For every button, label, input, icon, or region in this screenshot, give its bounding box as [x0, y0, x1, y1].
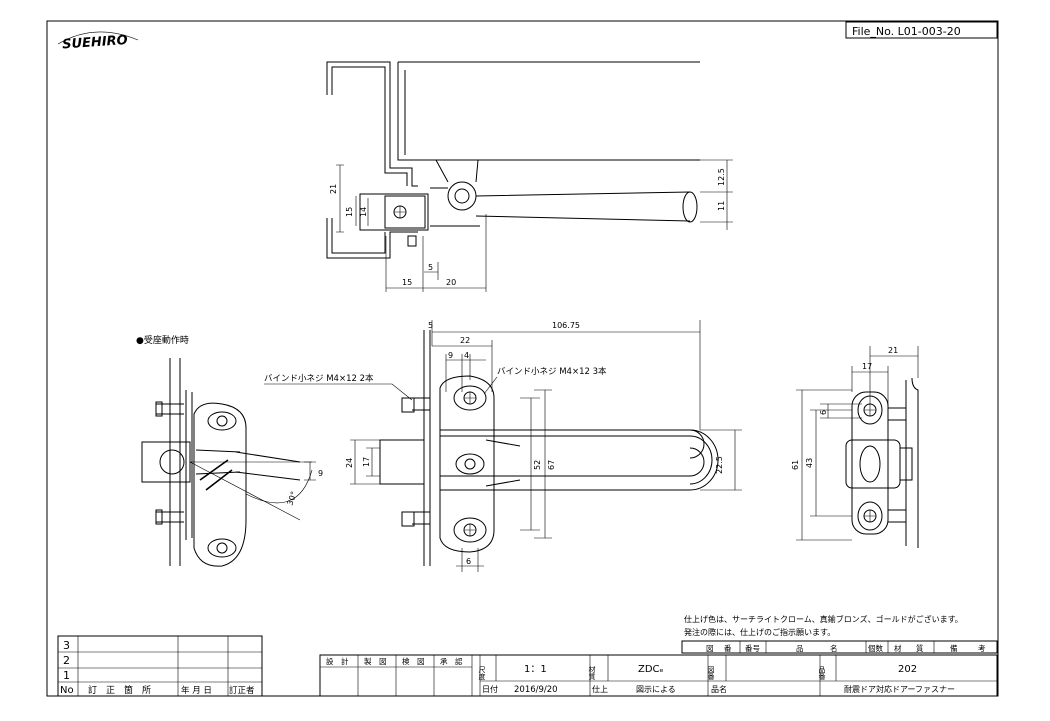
note-line-2: 発注の際には、仕上げのご指示願います。 [684, 627, 835, 637]
drawing-no-label: 図番 [707, 666, 715, 681]
front-dim-106-75: 106.75 [552, 321, 580, 330]
front-view: バインド小ネジ M4×12 3本 5 106.75 [345, 320, 742, 572]
revision-h-editor: 訂正者 [229, 685, 255, 696]
revision-row-1: 1 [63, 669, 70, 682]
name-label: 品名 [711, 684, 727, 694]
side-dim-6: 6 [819, 410, 828, 415]
left-dim-9: 9 [318, 469, 323, 478]
parts-h-kosu: 個数 [868, 643, 883, 653]
side-dim-43: 43 [805, 458, 814, 468]
top-dim-21: 21 [329, 184, 338, 194]
revision-h-date: 年 月 日 [181, 685, 212, 696]
front-dim-17: 17 [362, 457, 371, 467]
top-dim-20: 20 [446, 278, 456, 287]
revision-row-3: 3 [63, 639, 70, 652]
parts-h-ko: 考 [978, 644, 986, 653]
revision-h-no: No [60, 685, 74, 696]
scale-value: 1：1 [524, 664, 547, 675]
left-screw-note: バインド小ネジ M4×12 2本 [264, 373, 374, 384]
date-value: 2016/9/20 [514, 685, 558, 695]
revision-h-place: 訂 正 箇 所 [88, 684, 151, 696]
revision-table: 3 2 1 No 訂 正 箇 所 年 月 日 訂正者 [57, 635, 263, 697]
top-dim-14: 14 [359, 207, 368, 217]
top-dim-15b: 15 [402, 278, 412, 287]
note-line-1: 仕上げ色は、サーチライトクローム、真鍮ブロンズ、ゴールドがございます。 [684, 614, 963, 624]
parts-h-bango: 番号 [745, 643, 760, 653]
front-dim-22: 22 [460, 336, 470, 345]
file-no-box [845, 21, 998, 39]
finish-label: 仕上 [592, 684, 608, 694]
top-dim-5: 5 [428, 263, 433, 272]
front-screw-note: バインド小ネジ M4×12 3本 [497, 366, 607, 377]
front-dim-52: 52 [533, 460, 542, 470]
suehiro-logo: SUEHIRO [57, 31, 139, 53]
side-dim-61: 61 [791, 460, 800, 470]
front-dim-5: 5 [428, 321, 433, 330]
top-dim-15: 15 [345, 207, 354, 217]
date-label: 日付 [482, 684, 498, 694]
parts-header: 図 番 番号 品 名 個数 材 質 備 考 [681, 640, 998, 654]
parts-h-zu: 図 [706, 644, 714, 653]
title-block: 設 計 製 図 検 図 承 認 尺度 1：1 材質 ZDCₑ 図番 品番 202… [319, 654, 998, 697]
parts-h-zai: 材 [894, 643, 902, 653]
role-approve: 承 認 [440, 656, 463, 666]
logo-text: SUEHIRO [62, 33, 128, 53]
side-view: 21 17 6 61 43 [791, 346, 919, 548]
parts-h-shitsu: 質 [916, 643, 924, 653]
scale-label: 尺度 [478, 666, 486, 681]
top-view: 21 15 14 5 15 20 12.5 11 [326, 61, 733, 292]
name-value: 耐震ドア対応ドアーファスナー [844, 684, 955, 694]
revision-row-2: 2 [63, 654, 70, 667]
role-check: 検 図 [402, 656, 425, 666]
left-view: ●受座動作時 バインド小ネジ M4×12 2本 9 30° [136, 334, 413, 567]
role-drafting: 製 図 [364, 656, 387, 666]
front-dim-9: 9 [448, 351, 453, 360]
front-dim-24: 24 [345, 458, 354, 468]
part-no-value: 202 [898, 664, 917, 675]
top-dim-12-5: 12.5 [717, 168, 726, 186]
parts-h-mei: 名 [830, 643, 838, 653]
side-dim-17: 17 [862, 362, 872, 371]
material-value: ZDCₑ [638, 664, 664, 675]
left-caption: ●受座動作時 [136, 334, 189, 346]
front-dim-67: 67 [547, 460, 556, 470]
role-design: 設 計 [326, 656, 349, 666]
material-label: 材質 [588, 665, 596, 681]
parts-h-ban: 番 [724, 643, 732, 653]
part-no-label: 品番 [818, 666, 826, 681]
file-no: File_No. L01-003-20 [852, 25, 961, 38]
front-dim-4: 4 [464, 351, 469, 360]
side-dim-21: 21 [888, 346, 898, 355]
parts-h-bi: 備 [950, 643, 958, 653]
parts-h-hin: 品 [796, 644, 804, 653]
front-dim-22-5: 22.5 [715, 456, 724, 474]
left-dim-30deg: 30° [285, 490, 298, 506]
finish-value: 図示による [636, 685, 676, 694]
top-dim-11: 11 [717, 201, 726, 211]
sheet-border [46, 20, 999, 697]
front-dim-6: 6 [466, 557, 471, 566]
